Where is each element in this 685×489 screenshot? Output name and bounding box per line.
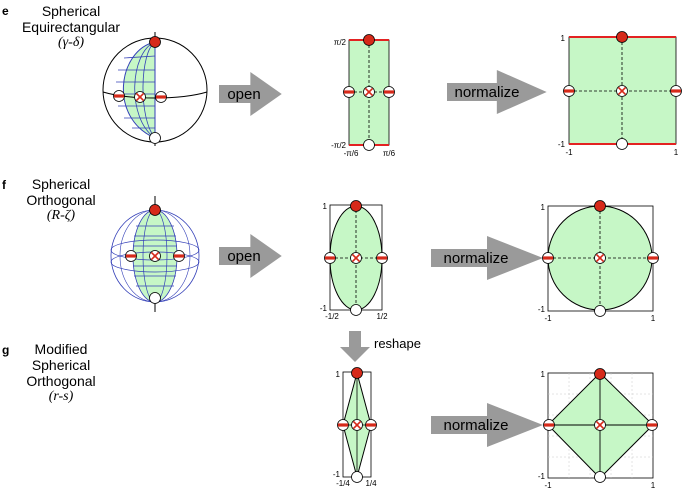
normalized-map-g: [543, 368, 658, 483]
arrow-label-reshape: reshape: [374, 336, 421, 351]
panel-letter-f: f: [2, 178, 6, 192]
title-symbol: (γ-δ): [57, 35, 84, 50]
tick-label: -π/2: [331, 141, 346, 150]
panel-letter-g: g: [2, 343, 10, 357]
title-line: Equirectangular: [21, 19, 121, 35]
tick-label: π/6: [383, 149, 396, 158]
panel-title-e: Spherical Equirectangular (γ-δ): [16, 3, 126, 51]
panel-title-f: Spherical Orthogonal (R-ζ): [16, 176, 106, 224]
panel-letter-e: e: [2, 4, 9, 18]
tick-label: 1: [651, 481, 656, 489]
sphere-equirectangular: [102, 32, 208, 146]
tick-label: 1: [541, 203, 546, 212]
tick-label: -1: [333, 470, 341, 479]
tick-label: 1/2: [376, 312, 388, 321]
tick-label: -1: [320, 304, 328, 313]
panel-title-g: Modified Spherical Orthogonal (r-s): [16, 341, 106, 405]
arrow-label-open-f: open: [227, 248, 260, 265]
tick-label: -1: [565, 148, 573, 157]
tick-label: -1/4: [336, 479, 350, 488]
tick-label: 1: [336, 370, 341, 379]
tick-label: 1: [541, 370, 546, 379]
title-line: Spherical: [41, 3, 101, 19]
tick-label: -1: [538, 472, 546, 481]
tick-label: 1: [674, 148, 679, 157]
open-map-modified: [337, 367, 377, 483]
tick-label: 1: [323, 202, 328, 211]
title-line: Spherical: [31, 357, 91, 373]
arrow-label-open-e: open: [227, 86, 260, 103]
title-symbol: (R-ζ): [46, 208, 76, 223]
arrow-label-normalize-e: normalize: [454, 84, 519, 101]
tick-label: -1/2: [325, 312, 339, 321]
tick-label: 1: [651, 314, 656, 323]
title-line: Orthogonal: [26, 192, 96, 208]
title-line: Modified: [34, 341, 88, 357]
tick-label: 1/4: [365, 479, 377, 488]
arrow-label-normalize-g: normalize: [443, 417, 508, 434]
arrow-reshape: [340, 331, 370, 362]
tick-label: π/2: [334, 38, 347, 47]
open-map-equirectangular: [343, 34, 395, 151]
tick-label: -π/6: [344, 149, 359, 158]
tick-label: 1: [561, 34, 566, 43]
title-line: Orthogonal: [26, 373, 96, 389]
normalized-map-e: [563, 31, 682, 150]
normalized-map-f: [542, 200, 659, 317]
tick-label: -1: [538, 305, 546, 314]
sphere-orthogonal: [110, 196, 200, 312]
open-map-orthogonal: [324, 200, 388, 316]
tick-label: -1: [544, 314, 552, 323]
title-line: Spherical: [31, 176, 91, 192]
tick-label: -1: [544, 481, 552, 489]
arrow-label-normalize-f: normalize: [443, 250, 508, 267]
title-symbol: (r-s): [48, 389, 74, 404]
tick-label: -1: [558, 140, 566, 149]
